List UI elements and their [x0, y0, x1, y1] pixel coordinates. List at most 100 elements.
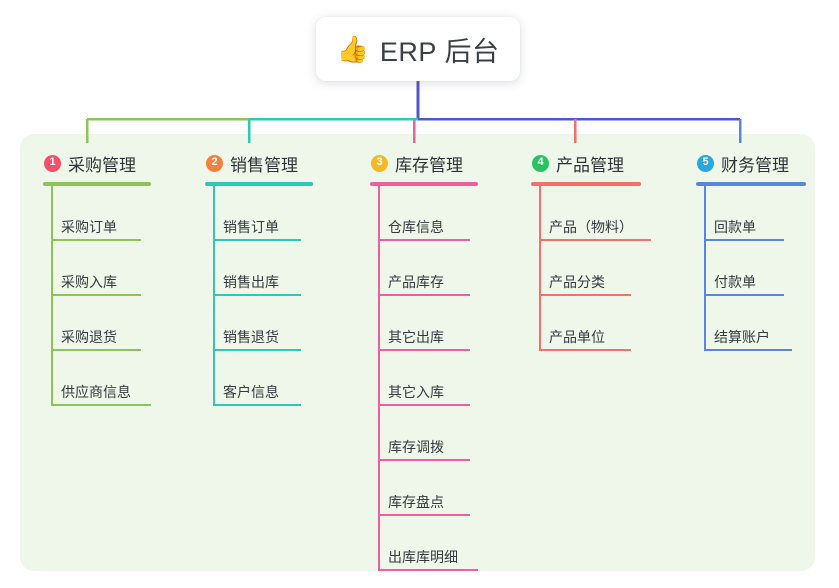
branch-column-1: 1 采购管理采购订单采购入库采购退货供应商信息: [43, 146, 151, 406]
branch-header-rule: [531, 182, 641, 186]
item-spine-line: [51, 351, 53, 406]
branch-item[interactable]: 产品库存: [370, 241, 478, 296]
item-spine-line: [704, 186, 706, 241]
branch-item-list: 回款单付款单结算账户: [696, 186, 806, 351]
branch-title: 销售管理: [230, 155, 298, 175]
root-node-erp-backend[interactable]: 👍 ERP 后台: [316, 17, 520, 81]
branch-column-3: 3 库存管理仓库信息产品库存其它出库其它入库库存调拨库存盘点出库库明细: [370, 146, 478, 571]
branch-item-list: 产品（物料） 产品分类产品单位: [531, 186, 651, 351]
item-label: 出库库明细: [388, 549, 458, 565]
branch-title: 财务管理: [721, 155, 789, 175]
branch-item[interactable]: 采购订单: [43, 186, 151, 241]
diagram-panel-background: [20, 134, 815, 571]
branch-title: 采购管理: [68, 155, 136, 175]
item-underline: [51, 294, 141, 296]
item-label: 客户信息: [223, 384, 279, 400]
branch-column-2: 2 销售管理销售订单销售出库销售退货客户信息: [205, 146, 313, 406]
item-spine-line: [539, 296, 541, 351]
branch-number-badge: 1: [44, 154, 61, 172]
branch-number-badge: 3: [371, 154, 388, 172]
item-underline: [539, 294, 631, 296]
item-label: 库存调拨: [388, 439, 444, 455]
item-spine-line: [704, 296, 706, 351]
branch-item[interactable]: 库存调拨: [370, 406, 478, 461]
branch-title: 产品管理: [556, 155, 624, 175]
branch-header-1[interactable]: 1 采购管理: [43, 146, 151, 180]
branch-item[interactable]: 结算账户: [696, 296, 806, 351]
item-label: 销售退货: [223, 329, 279, 345]
branch-item[interactable]: 客户信息: [205, 351, 313, 406]
item-underline: [378, 349, 470, 351]
item-label: 产品库存: [388, 274, 444, 290]
item-spine-line: [378, 351, 380, 406]
branch-number-badge: 5: [697, 154, 714, 172]
branch-item[interactable]: 销售订单: [205, 186, 313, 241]
item-label: 其它出库: [388, 329, 444, 345]
item-underline: [213, 404, 301, 406]
item-underline: [213, 294, 301, 296]
branch-item[interactable]: 产品（物料）: [531, 186, 651, 241]
item-spine-line: [378, 406, 380, 461]
branch-header-2[interactable]: 2 销售管理: [205, 146, 313, 180]
branch-header-4[interactable]: 4 产品管理: [531, 146, 641, 180]
item-underline: [51, 404, 151, 406]
item-spine-line: [213, 351, 215, 406]
item-underline: [51, 349, 141, 351]
item-underline: [378, 239, 470, 241]
branch-item[interactable]: 回款单: [696, 186, 806, 241]
item-underline: [539, 349, 631, 351]
item-spine-line: [51, 241, 53, 296]
branch-item[interactable]: 付款单: [696, 241, 806, 296]
branch-item[interactable]: 采购入库: [43, 241, 151, 296]
item-label: 采购退货: [61, 329, 117, 345]
branch-item[interactable]: 出库库明细: [370, 516, 478, 571]
item-label: 产品分类: [549, 274, 605, 290]
item-underline: [378, 514, 470, 516]
branch-item[interactable]: 其它入库: [370, 351, 478, 406]
branch-item[interactable]: 库存盘点: [370, 461, 478, 516]
item-label: 采购入库: [61, 274, 117, 290]
branch-item[interactable]: 采购退货: [43, 296, 151, 351]
item-label: 采购订单: [61, 219, 117, 235]
branch-number-badge: 2: [206, 154, 223, 172]
item-label: 产品（物料）: [549, 219, 633, 235]
branch-item[interactable]: 其它出库: [370, 296, 478, 351]
item-spine-line: [213, 241, 215, 296]
item-spine-line: [213, 186, 215, 241]
item-label: 结算账户: [714, 329, 770, 345]
branch-item[interactable]: 供应商信息: [43, 351, 151, 406]
item-underline: [704, 349, 792, 351]
branch-column-4: 4 产品管理产品（物料） 产品分类产品单位: [531, 146, 651, 351]
item-spine-line: [378, 296, 380, 351]
item-label: 销售订单: [223, 219, 279, 235]
item-underline: [213, 349, 301, 351]
branch-item-list: 销售订单销售出库销售退货客户信息: [205, 186, 313, 406]
item-label: 付款单: [714, 274, 756, 290]
branch-header-rule: [205, 182, 313, 186]
item-spine-line: [51, 186, 53, 241]
branch-item[interactable]: 仓库信息: [370, 186, 478, 241]
item-label: 库存盘点: [388, 494, 444, 510]
branch-header-3[interactable]: 3 库存管理: [370, 146, 478, 180]
item-label: 回款单: [714, 219, 756, 235]
item-label: 销售出库: [223, 274, 279, 290]
item-spine-line: [378, 516, 380, 571]
branch-item[interactable]: 销售退货: [205, 296, 313, 351]
branch-item-list: 采购订单采购入库采购退货供应商信息: [43, 186, 151, 406]
branch-number-badge: 4: [532, 154, 549, 172]
item-underline: [51, 239, 141, 241]
item-label: 其它入库: [388, 384, 444, 400]
item-spine-line: [704, 241, 706, 296]
branch-item[interactable]: 产品分类: [531, 241, 641, 296]
thumbs-up-icon: 👍: [336, 34, 369, 64]
branch-item[interactable]: 产品单位: [531, 296, 641, 351]
item-underline: [704, 294, 784, 296]
branch-item[interactable]: 销售出库: [205, 241, 313, 296]
branch-column-5: 5 财务管理回款单付款单结算账户: [696, 146, 806, 351]
branch-header-rule: [696, 182, 806, 186]
branch-header-5[interactable]: 5 财务管理: [696, 146, 806, 180]
item-underline: [378, 569, 478, 571]
item-spine-line: [539, 186, 541, 241]
branch-title: 库存管理: [395, 155, 463, 175]
